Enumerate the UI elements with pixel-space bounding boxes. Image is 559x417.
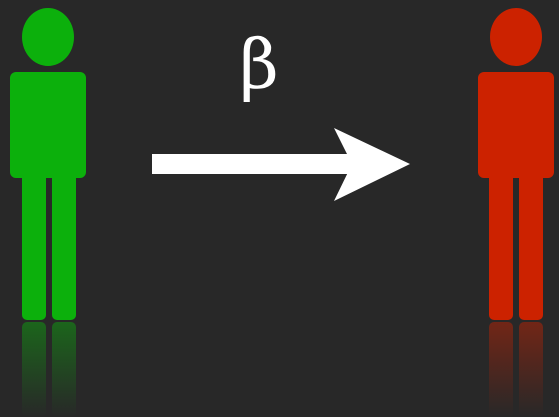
source-person-icon (10, 8, 86, 320)
source-person-head (22, 8, 74, 66)
target-person-left-leg (489, 170, 513, 320)
arrow-head (334, 128, 410, 201)
target-person-reflection (489, 322, 543, 417)
source-person-right-leg (52, 170, 76, 320)
transition-label: β (239, 26, 278, 105)
source-person-left-leg (22, 170, 46, 320)
arrow-right-icon (152, 128, 410, 201)
target-person-head (490, 8, 542, 66)
target-person-icon (478, 8, 554, 320)
arrow-shaft (152, 154, 352, 174)
target-person-torso (478, 72, 554, 178)
source-person-reflection (22, 322, 76, 417)
source-person-torso (10, 72, 86, 178)
target-person-right-leg (519, 170, 543, 320)
